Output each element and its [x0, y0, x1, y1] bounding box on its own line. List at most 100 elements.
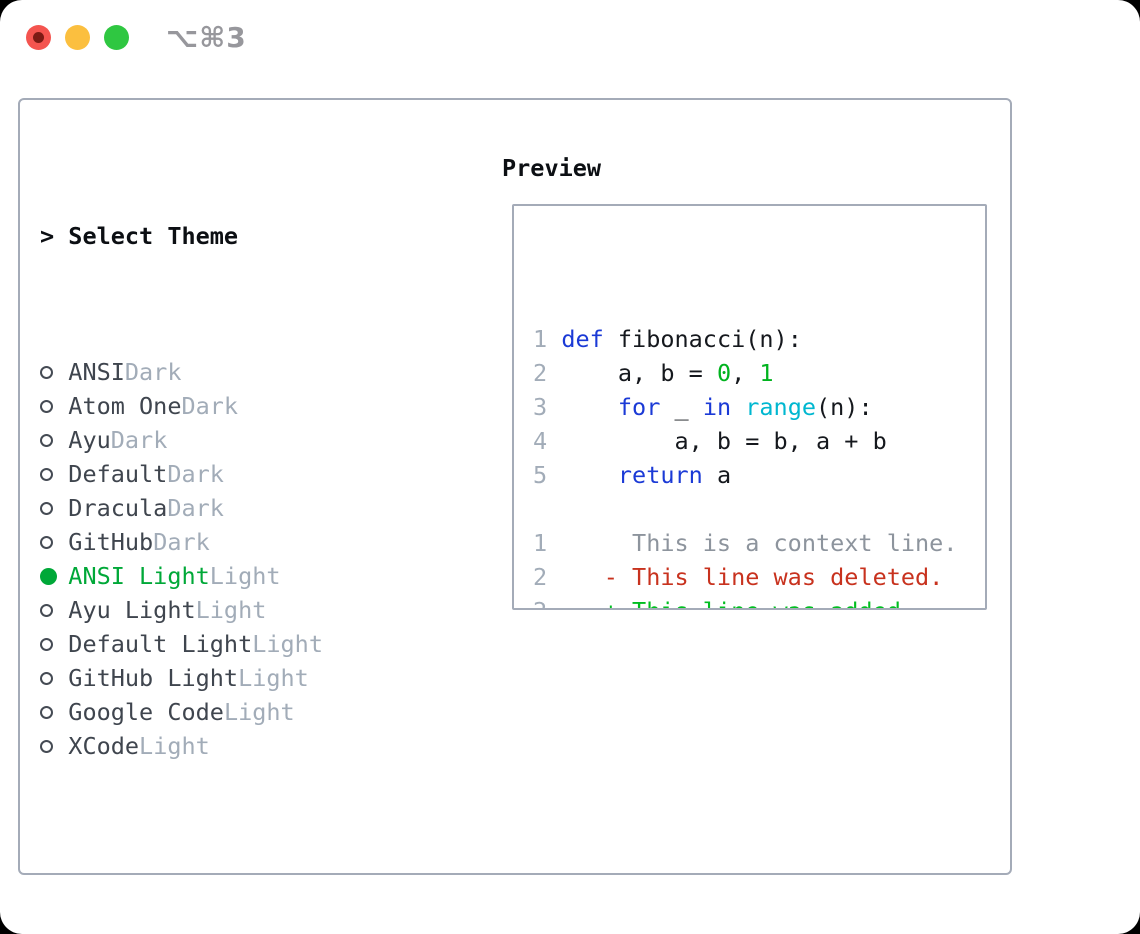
- code-token: a, b =: [547, 359, 717, 387]
- code-line: 5 return a: [533, 458, 985, 492]
- variant-tag: Dark: [124, 358, 182, 386]
- code-token: ,: [731, 359, 760, 387]
- radio-icon: [40, 637, 53, 651]
- code-token: _: [660, 393, 703, 421]
- blank-line: [533, 492, 985, 526]
- code-line: 1 This is a context line.: [533, 526, 985, 560]
- radio-icon: [40, 365, 53, 379]
- variant-tag: Dark: [110, 426, 168, 454]
- code-token: [547, 393, 618, 421]
- theme-option[interactable]: Default Light Light: [40, 627, 436, 661]
- minimize-button[interactable]: [65, 25, 90, 50]
- radio-icon: [40, 399, 53, 413]
- line-number: 1: [533, 325, 548, 353]
- theme-option[interactable]: Ayu Light Light: [40, 593, 436, 627]
- theme-option[interactable]: Default Dark: [40, 457, 436, 491]
- radio-icon: [40, 501, 53, 515]
- radio-icon: [40, 567, 57, 585]
- code-token: + This line was added.: [547, 597, 915, 608]
- theme-option[interactable]: Atom One Dark: [40, 389, 436, 423]
- theme-option[interactable]: ANSI Light Light: [40, 559, 436, 593]
- variant-tag: Dark: [181, 392, 239, 420]
- window-title: ⌥⌘3: [166, 21, 247, 54]
- spacer: [40, 865, 436, 899]
- code-token: fibonacci(n):: [603, 325, 802, 353]
- code-token: [731, 393, 745, 421]
- code-line: 2 - This line was deleted.: [533, 560, 985, 594]
- option-label: GitHub: [68, 528, 154, 556]
- code-token: 1: [759, 359, 774, 387]
- variant-tag: Light: [139, 732, 210, 760]
- variant-tag: Dark: [167, 494, 224, 522]
- titlebar: ⌥⌘3: [0, 0, 1140, 74]
- radio-icon: [40, 671, 53, 685]
- option-label: Dracula: [68, 494, 168, 522]
- code-token: [547, 325, 561, 353]
- line-number: 2: [533, 597, 547, 608]
- select-theme-heading: > Select Theme: [40, 219, 436, 253]
- code-token: return: [617, 461, 703, 489]
- code-token: for: [617, 393, 661, 421]
- theme-option[interactable]: GitHub Dark: [40, 525, 436, 559]
- radio-icon: [40, 535, 53, 549]
- line-number: 5: [533, 461, 548, 489]
- code-token: - This line was deleted.: [547, 563, 944, 591]
- line-number: 3: [533, 393, 548, 421]
- option-label: ANSI: [68, 358, 125, 386]
- prompt-icon: >: [40, 222, 55, 250]
- code-token: a, b = b, a + b: [547, 427, 887, 455]
- code-line: 4 a, b = b, a + b: [533, 424, 985, 458]
- code-token: a: [702, 461, 732, 489]
- theme-option[interactable]: Google Code Light: [40, 695, 436, 729]
- code-token: 0: [716, 359, 732, 387]
- radio-icon: [40, 705, 53, 719]
- theme-option[interactable]: XCode Light: [40, 729, 436, 763]
- variant-tag: Dark: [167, 460, 224, 488]
- select-theme-title: Select Theme: [68, 222, 239, 250]
- option-label: Ayu Light: [68, 596, 196, 624]
- variant-tag: Dark: [153, 528, 210, 556]
- variant-tag: Light: [223, 698, 295, 726]
- line-number: 1: [533, 529, 548, 557]
- option-label: ANSI Light: [68, 562, 210, 590]
- option-label: Atom One: [68, 392, 182, 420]
- theme-option[interactable]: ANSI Dark: [40, 355, 436, 389]
- code-token: in: [702, 393, 732, 421]
- code-token: (n):: [816, 393, 873, 421]
- code-line: 2 + This line was added.: [533, 594, 985, 608]
- zoom-button[interactable]: [104, 25, 129, 50]
- close-button[interactable]: [26, 25, 51, 50]
- option-label: GitHub Light: [68, 664, 239, 692]
- option-label: Default Light: [68, 630, 253, 658]
- code-line: 3 for _ in range(n):: [533, 390, 985, 424]
- code-token: range: [745, 393, 817, 421]
- option-label: Google Code: [68, 698, 224, 726]
- code-line: 1 def fibonacci(n):: [533, 322, 985, 356]
- theme-option[interactable]: GitHub Light Light: [40, 661, 436, 695]
- theme-option[interactable]: Dracula Dark: [40, 491, 436, 525]
- variant-tag: Light: [238, 664, 309, 692]
- line-number: 4: [533, 427, 548, 455]
- code-token: This is a context line.: [547, 529, 958, 557]
- radio-icon: [40, 467, 53, 481]
- line-number: 2: [533, 359, 548, 387]
- preview-title: Preview: [502, 154, 602, 182]
- line-number: 2: [533, 563, 548, 591]
- variant-tag: Light: [195, 596, 267, 624]
- option-label: XCode: [68, 732, 140, 760]
- option-label: Default: [68, 460, 168, 488]
- theme-option[interactable]: Ayu Dark: [40, 423, 436, 457]
- radio-icon: [40, 603, 53, 617]
- radio-icon: [40, 433, 53, 447]
- variant-tag: Light: [252, 630, 323, 658]
- variant-tag: Light: [209, 562, 281, 590]
- option-label: Ayu: [68, 426, 111, 454]
- radio-icon: [40, 739, 53, 753]
- code-line: 2 a, b = 0, 1: [533, 356, 985, 390]
